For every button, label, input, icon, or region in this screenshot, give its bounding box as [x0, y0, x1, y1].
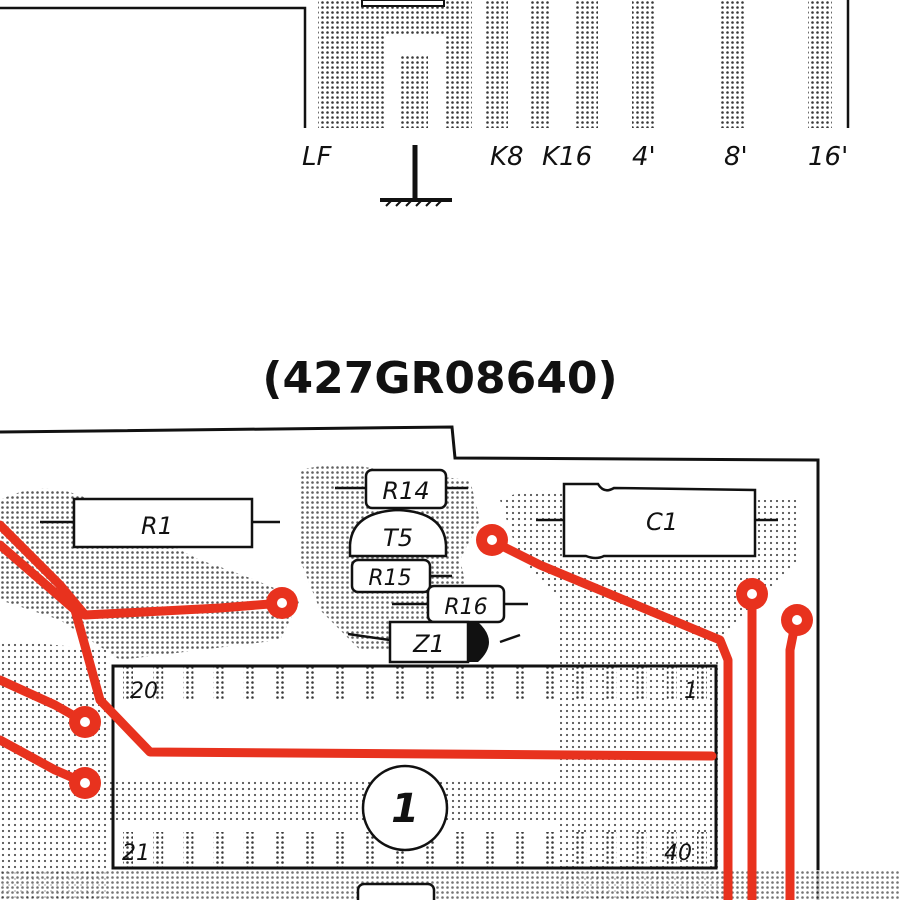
label-r15: R15	[368, 566, 411, 591]
ic-pin-pad	[334, 832, 345, 868]
ic-pin-pad	[364, 832, 375, 868]
label-r14: R14	[382, 477, 429, 505]
ic-pin-label-1: 1	[684, 679, 698, 704]
ic-pin-pad	[515, 832, 526, 868]
connector-label-4ft: 4'	[632, 142, 656, 172]
ic-pin-pad	[455, 832, 466, 868]
label-r16: R16	[444, 595, 487, 620]
ic-pin-pad	[153, 832, 164, 868]
pcb-board: R1 R14 T5 R15 R16	[0, 425, 900, 900]
ic-pin-pad	[425, 832, 436, 868]
resistor-r14: R14	[335, 468, 468, 510]
zener-z1: Z1	[347, 620, 521, 664]
connector-label-k8: K8	[490, 142, 524, 172]
ic-pin-pad	[697, 666, 707, 700]
ic-pin-pad	[697, 832, 707, 868]
ic-pin-pad	[455, 666, 466, 700]
ic-pin-pad	[515, 666, 526, 700]
ic-pin-pad	[183, 832, 194, 868]
ic-pin-pad	[576, 666, 587, 700]
label-r1: R1	[141, 512, 173, 540]
resistor-r1: R1	[40, 497, 280, 549]
connector-label-lf: LF	[302, 142, 332, 172]
label-c1: C1	[646, 508, 678, 536]
resistor-r16: R16	[392, 584, 528, 624]
ic-pin-label-21: 21	[122, 841, 150, 866]
connector-label-8ft: 8'	[724, 142, 748, 172]
ic-pin-pad	[425, 666, 436, 700]
transistor-t5: T5	[348, 508, 448, 558]
ic-pin-label-40: 40	[664, 841, 692, 866]
ic-pin-pad	[274, 666, 285, 700]
ic-pin-pad	[666, 832, 677, 868]
ic-pin-pad	[364, 666, 375, 700]
trace-pads	[69, 524, 813, 799]
connector-label-k16: K16	[542, 142, 592, 172]
ic-pin-pad	[394, 666, 405, 700]
ic-pin-pad	[636, 666, 647, 700]
ic-pin-pad	[545, 832, 556, 868]
trace-b	[0, 540, 717, 761]
label-t5: T5	[383, 524, 413, 552]
ic-pin-pad	[213, 666, 224, 700]
ic-number: 1	[391, 786, 419, 832]
trace-a	[0, 520, 287, 620]
ic-pin-pad	[183, 666, 194, 700]
trace-g	[785, 615, 801, 900]
ic-pin-pad	[213, 832, 224, 868]
resistor-r15: R15	[350, 558, 452, 594]
ic-pin-pad	[636, 832, 647, 868]
ic-1: 1 20 1 21 40	[111, 664, 718, 870]
ic-pin-label-20: 20	[130, 679, 158, 704]
ic-pin-pad	[485, 666, 496, 700]
ground-icon	[380, 145, 452, 207]
ic-pin-pad	[606, 666, 617, 700]
label-z1: Z1	[412, 630, 445, 658]
ic-pin-pad	[304, 666, 315, 700]
ic-pin-pad	[485, 832, 496, 868]
board-title: (427GR08640)	[262, 353, 617, 404]
capacitor-c1: C1	[536, 482, 778, 560]
connector-label-16ft: 16'	[808, 142, 848, 172]
ic-pins-top	[123, 666, 707, 700]
ic-pin-pad	[153, 666, 164, 700]
ic-pin-pad	[123, 832, 133, 868]
trace-e	[485, 535, 733, 900]
ic-pin-pad	[274, 832, 285, 868]
ic-pin-pad	[243, 666, 254, 700]
ic-pin-pad	[666, 666, 677, 700]
ic-pin-pad	[123, 666, 133, 700]
ic-pin-pad	[545, 666, 556, 700]
connector-strip: LF K8 K16 4' 8' 16'	[0, 0, 850, 207]
ic-pin-pad	[334, 666, 345, 700]
ic-pin-pad	[606, 832, 617, 868]
partial-component	[356, 882, 436, 900]
ic-pin-pad	[304, 832, 315, 868]
ic-pin-pad	[576, 832, 587, 868]
ic-pin-pad	[243, 832, 254, 868]
